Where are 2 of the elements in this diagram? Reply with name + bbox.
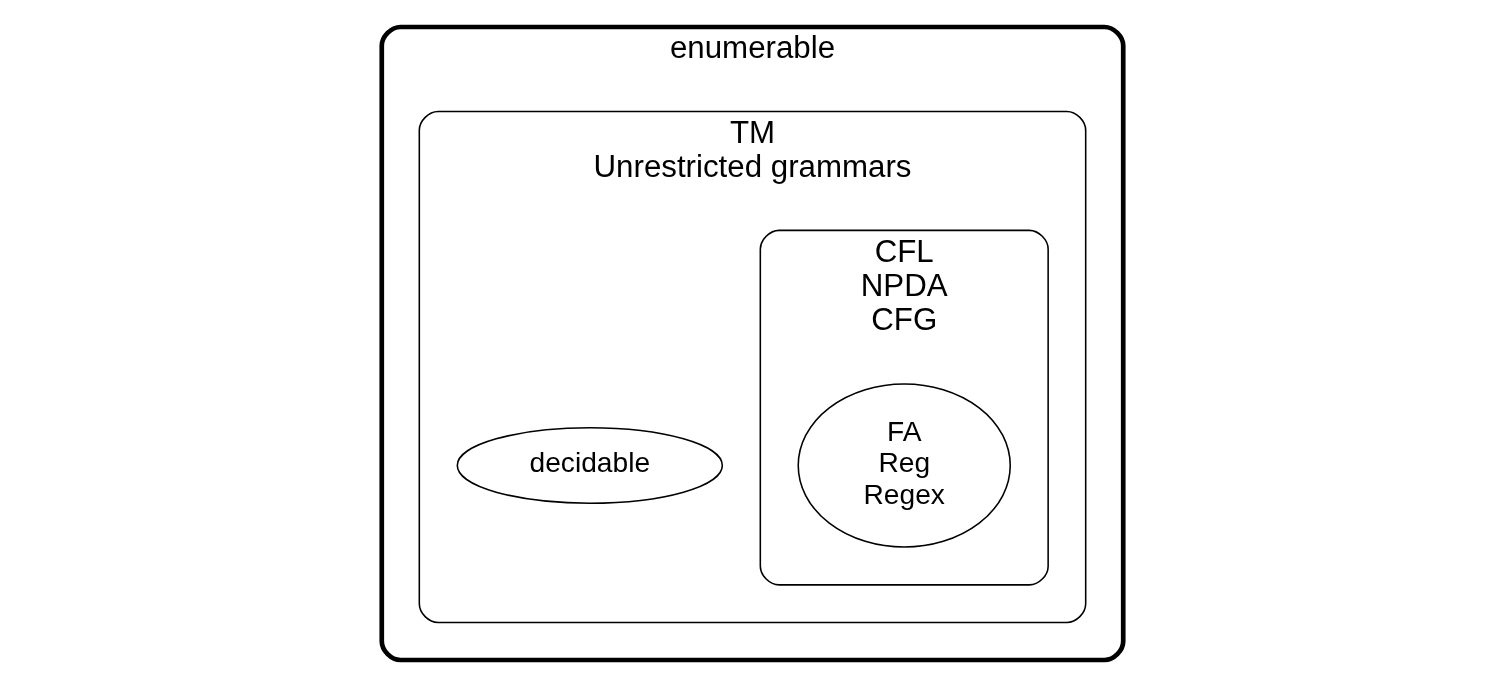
node-ellipse: decidable [456,427,724,504]
node-ellipse: FA Reg Regex [797,383,1011,548]
